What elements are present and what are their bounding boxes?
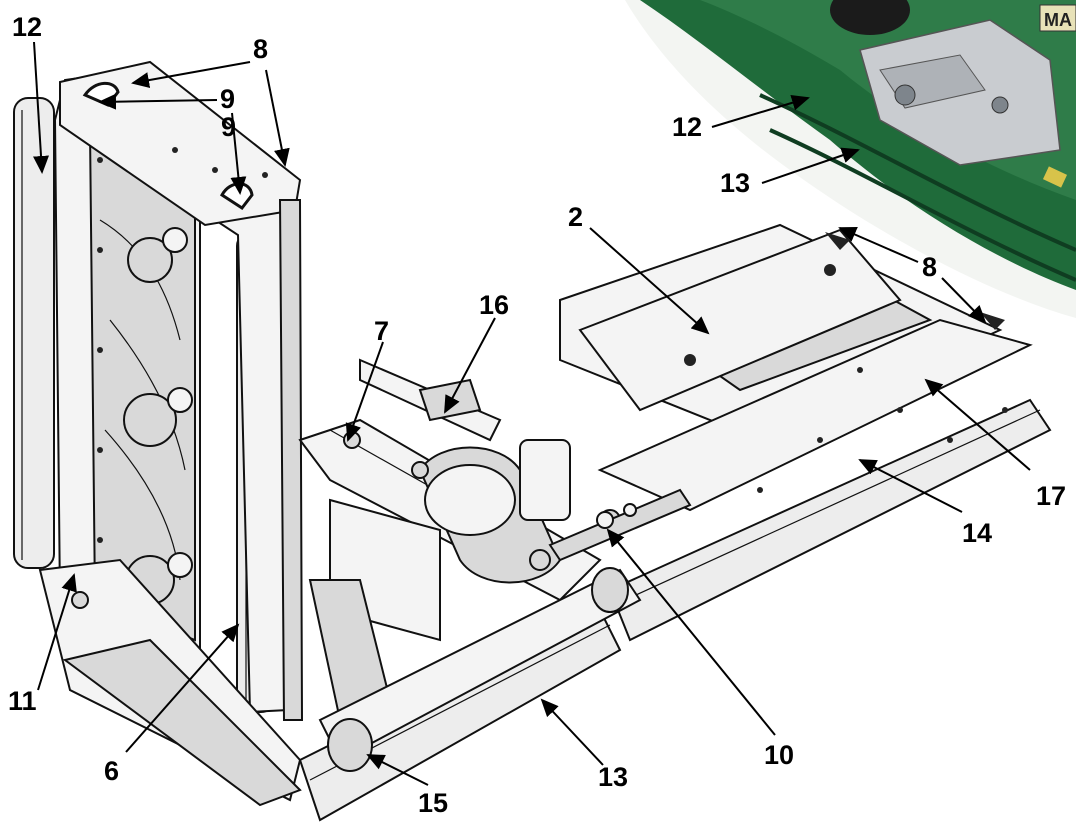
callout-8-top: 8	[253, 34, 268, 64]
callout-15: 15	[418, 788, 448, 818]
leader-13-photo	[761, 147, 860, 184]
leader-6	[125, 623, 240, 753]
leader-11	[37, 573, 77, 691]
leader-9-a	[98, 93, 218, 110]
leader-17	[924, 378, 1031, 471]
leader-10	[606, 528, 776, 736]
leader-12-photo	[711, 94, 810, 128]
photo-plate-text: MA	[1044, 10, 1072, 30]
callout-17: 17	[1036, 481, 1066, 511]
callout-13: 13	[598, 762, 628, 792]
center-frame	[298, 358, 621, 722]
leader-8-right-b	[941, 277, 987, 324]
leader-12-top	[33, 41, 50, 174]
leader-8-top-a	[131, 61, 251, 89]
leader-9-b	[230, 112, 247, 195]
callout-10: 10	[764, 740, 794, 770]
leader-13	[540, 698, 604, 766]
inset-photo: MA	[625, 0, 1076, 318]
leader-8-right-a	[838, 227, 919, 263]
leader-15	[366, 754, 429, 786]
callout-9-b: 9	[221, 112, 236, 142]
leader-lines	[33, 41, 1031, 786]
callout-16: 16	[479, 290, 509, 320]
callout-2: 2	[568, 202, 583, 232]
callout-7: 7	[374, 316, 389, 346]
callout-12-photo: 12	[672, 112, 702, 142]
callout-9-a: 9	[220, 84, 235, 114]
leader-16	[444, 317, 496, 414]
leader-7	[345, 341, 384, 442]
callout-12-top: 12	[12, 12, 42, 42]
callout-13-photo: 13	[720, 168, 750, 198]
leader-14	[858, 459, 963, 513]
callout-11: 11	[8, 686, 37, 716]
leader-8-top-b	[265, 69, 290, 167]
leader-2	[589, 227, 710, 335]
callout-8-right: 8	[922, 252, 937, 282]
callout-14: 14	[962, 518, 992, 548]
callout-labels: 12 8 9 9 12 13 2 8 16 7 17 14 11 6 13 10…	[8, 12, 1066, 818]
upright-section	[13, 60, 304, 807]
callout-6: 6	[104, 756, 119, 786]
